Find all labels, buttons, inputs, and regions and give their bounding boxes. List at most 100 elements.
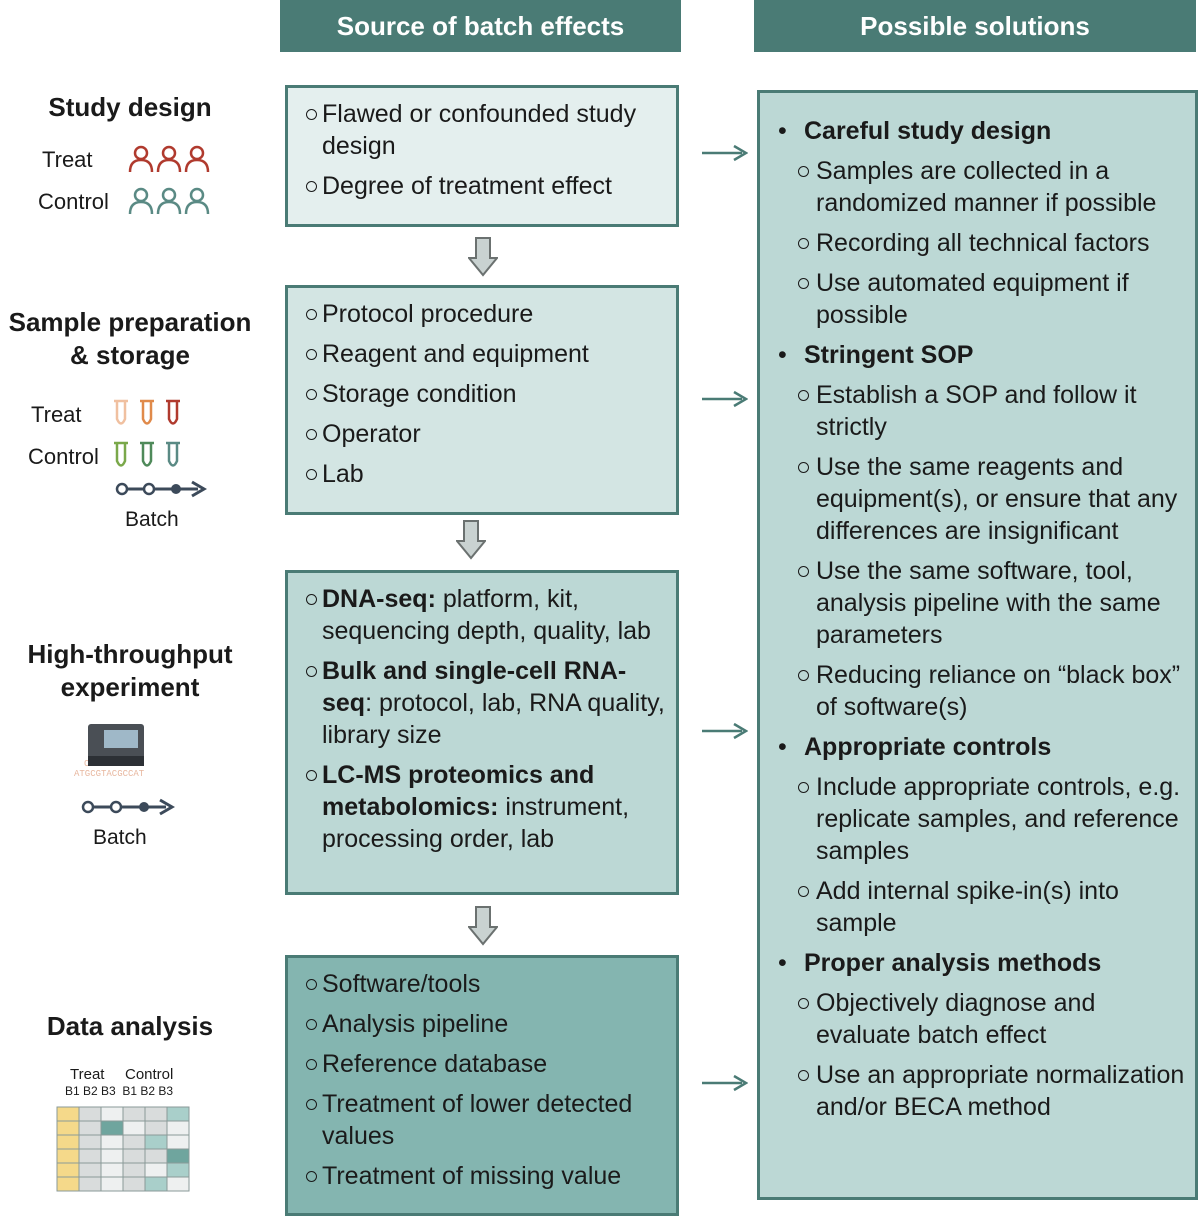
source-header: Source of batch effects	[280, 0, 681, 52]
matrix-cell	[56, 1134, 80, 1150]
matrix-cell	[78, 1162, 102, 1178]
sample-prep-title: Sample preparation & storage	[8, 307, 252, 370]
matrix-cell	[122, 1106, 146, 1122]
matrix-cell	[144, 1106, 168, 1122]
high-throughput-title: High-throughput experiment	[27, 639, 233, 702]
matrix-cell	[166, 1176, 190, 1192]
matrix-cell	[144, 1176, 168, 1192]
matrix-cell	[166, 1134, 190, 1150]
matrix-cell	[144, 1162, 168, 1178]
list-item: Add internal spike-in(s) into sample	[798, 875, 1185, 939]
matrix-cell	[122, 1176, 146, 1192]
list-item: Protocol procedure	[306, 298, 666, 330]
list-item: Reducing reliance on “black box” of soft…	[798, 659, 1185, 723]
sequencer-icon: ATGCGTACGCCAT CGTAGCCGCAT	[74, 724, 145, 779]
list-item: Operator	[306, 418, 666, 450]
da-treat-label: Treat	[70, 1066, 105, 1083]
list-item: Recording all technical factors	[798, 227, 1185, 259]
list-item: Use automated equipment if possible	[798, 267, 1185, 331]
list-item: Storage condition	[306, 378, 666, 410]
batch-arrow-icon	[81, 798, 175, 816]
list-item: Treatment of missing value	[306, 1160, 666, 1192]
matrix-cell	[56, 1148, 80, 1164]
study-design-title: Study design	[48, 92, 212, 122]
down-arrow-icon	[456, 520, 486, 560]
matrix-cell	[122, 1134, 146, 1150]
batch-arrow-icon	[115, 480, 207, 498]
matrix-cell	[122, 1162, 146, 1178]
matrix-cell	[100, 1148, 124, 1164]
data-analysis-title: Data analysis	[46, 1011, 214, 1041]
matrix-cell	[56, 1120, 80, 1136]
list-item: Flawed or confounded study design	[306, 98, 666, 162]
list-item: Treatment of lower detected values	[306, 1088, 666, 1152]
high-throughput-source-box: DNA-seq: platform, kit, sequencing depth…	[285, 570, 679, 895]
svg-text:ATGCGTACGCCAT: ATGCGTACGCCAT	[74, 769, 145, 779]
list-item: Reference database	[306, 1048, 666, 1080]
matrix-cell	[100, 1176, 124, 1192]
matrix-cell	[100, 1134, 124, 1150]
list-item: Software/tools	[306, 968, 666, 1000]
list-item: Objectively diagnose and evaluate batch …	[798, 987, 1185, 1051]
sample-control-label: Control	[28, 444, 99, 469]
matrix-cell	[144, 1120, 168, 1136]
matrix-cell	[78, 1176, 102, 1192]
treat-people-icon	[128, 145, 210, 173]
da-batch-labels: B1 B2 B3 B1 B2 B3	[65, 1084, 174, 1098]
solution-section-title: Proper analysis methods	[778, 947, 1185, 979]
sample-treat-label: Treat	[31, 402, 82, 427]
study-control-label: Control	[38, 189, 109, 214]
matrix-cell	[100, 1162, 124, 1178]
right-arrow-icon	[702, 1074, 748, 1092]
control-tubes-icon	[114, 441, 180, 467]
matrix-cell	[166, 1106, 190, 1122]
matrix-cell	[56, 1176, 80, 1192]
matrix-cell	[56, 1106, 80, 1122]
list-item: Samples are collected in a randomized ma…	[798, 155, 1185, 219]
matrix-cell	[56, 1162, 80, 1178]
matrix-cell	[166, 1162, 190, 1178]
list-item: Degree of treatment effect	[306, 170, 666, 202]
sample-batch-label: Batch	[125, 508, 179, 531]
list-item: Establish a SOP and follow it strictly	[798, 379, 1185, 443]
solution-section-title: Appropriate controls	[778, 731, 1185, 763]
solution-section-title: Careful study design	[778, 115, 1185, 147]
matrix-cell	[144, 1148, 168, 1164]
list-item: Bulk and single-cell RNA-seq: protocol, …	[306, 655, 666, 751]
matrix-cell	[78, 1134, 102, 1150]
list-item: Use the same reagents and equipment(s), …	[798, 451, 1185, 547]
sample-prep-source-box: Protocol procedure Reagent and equipment…	[285, 285, 679, 515]
study-design-source-box: Flawed or confounded study design Degree…	[285, 85, 679, 227]
solutions-box: Careful study design Samples are collect…	[757, 90, 1198, 1200]
down-arrow-icon	[468, 906, 498, 946]
list-item: LC-MS proteomics and metabolomics: instr…	[306, 759, 666, 855]
list-item: Lab	[306, 458, 666, 490]
right-arrow-icon	[702, 144, 748, 162]
matrix-cell	[166, 1148, 190, 1164]
matrix-cell	[144, 1134, 168, 1150]
list-item: Use the same software, tool, analysis pi…	[798, 555, 1185, 651]
list-item: Reagent and equipment	[306, 338, 666, 370]
matrix-cell	[166, 1120, 190, 1136]
da-control-label: Control	[125, 1066, 174, 1083]
matrix-cell	[78, 1106, 102, 1122]
matrix-cell	[100, 1106, 124, 1122]
matrix-cell	[100, 1120, 124, 1136]
right-arrow-icon	[702, 722, 748, 740]
list-item: Analysis pipeline	[306, 1008, 666, 1040]
study-treat-label: Treat	[42, 147, 93, 172]
ht-batch-label: Batch	[93, 826, 147, 849]
matrix-cell	[78, 1148, 102, 1164]
matrix-cell	[78, 1120, 102, 1136]
list-item: Include appropriate controls, e.g. repli…	[798, 771, 1185, 867]
solution-section-title: Stringent SOP	[778, 339, 1185, 371]
matrix-cell	[122, 1148, 146, 1164]
down-arrow-icon	[468, 237, 498, 277]
data-analysis-source-box: Software/tools Analysis pipeline Referen…	[285, 955, 679, 1216]
treat-tubes-icon	[114, 399, 180, 425]
list-item: DNA-seq: platform, kit, sequencing depth…	[306, 583, 666, 647]
solutions-header: Possible solutions	[754, 0, 1196, 52]
matrix-cell	[122, 1120, 146, 1136]
right-arrow-icon	[702, 390, 748, 408]
data-matrix-icon	[56, 1106, 190, 1192]
